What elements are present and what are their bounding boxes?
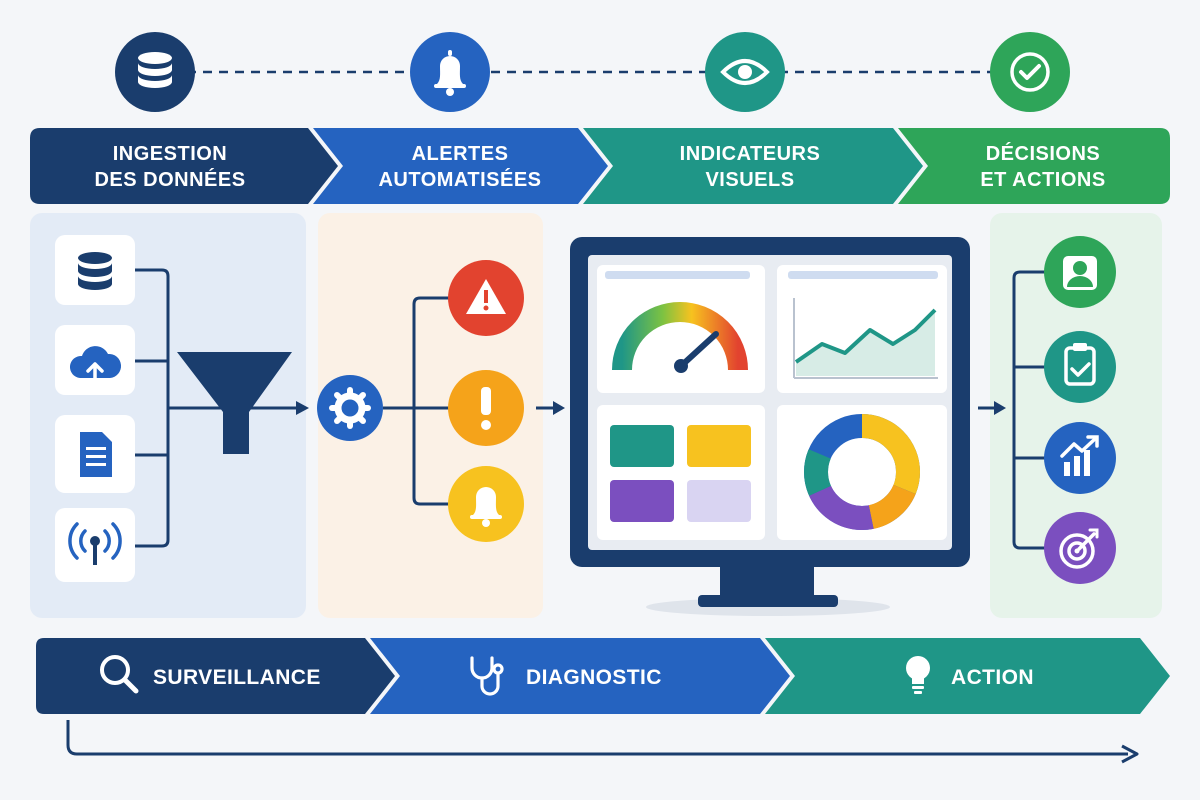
phase-banner-action [765, 638, 1170, 714]
step-icon-3 [705, 32, 785, 112]
step-banner-4 [898, 128, 1170, 204]
antenna-icon [68, 522, 122, 565]
stethoscope-icon [470, 656, 504, 696]
warning-triangle-icon [466, 279, 506, 314]
step-1-line-2: DES DONNÉES [94, 168, 245, 191]
bell-icon [470, 487, 502, 527]
phase-banner-diagnostic [370, 638, 790, 714]
alert-notification [448, 466, 524, 542]
arrow-to-dashboard [553, 401, 565, 415]
database-icon [78, 252, 112, 290]
action-target [1044, 512, 1116, 584]
cloud-upload-icon [69, 346, 122, 386]
funnel-icon [177, 352, 292, 454]
color-tiles-widget [597, 405, 765, 540]
processing-gear [317, 375, 383, 441]
alert-connectors [383, 296, 556, 506]
timeline-arrowhead [1121, 744, 1139, 764]
step-3-line-1: INDICATEURS [680, 143, 821, 165]
step-banner-2 [313, 128, 608, 204]
action-connectors [1012, 270, 1045, 550]
action-checklist [1044, 331, 1116, 403]
action-user [1044, 236, 1116, 308]
check-icon [1010, 52, 1050, 92]
step-banner-3 [583, 128, 923, 204]
user-icon [1063, 256, 1097, 290]
actions-panel [990, 213, 1162, 618]
alert-warning [448, 370, 524, 446]
exclamation-icon [481, 387, 491, 430]
database-icon [138, 52, 172, 88]
step-4-line-2: ET ACTIONS [980, 169, 1105, 191]
document-icon [80, 432, 112, 477]
donut-chart-widget [777, 405, 947, 540]
alert-critical [448, 260, 524, 336]
arrow-to-actions [994, 401, 1006, 415]
step-3-line-2: VISUELS [705, 169, 794, 191]
target-icon [1059, 528, 1099, 569]
arrow-to-processing [296, 401, 309, 415]
eye-icon [720, 59, 770, 85]
clipboard-check-icon [1064, 343, 1096, 386]
source-card-document [55, 415, 135, 493]
timeline-arrow-line [66, 720, 1128, 756]
line-chart-widget [777, 265, 947, 393]
step-4-line-1: DÉCISIONS [986, 142, 1101, 165]
step-banner-1 [30, 128, 338, 204]
growth-chart-icon [1060, 435, 1099, 476]
source-card-cloud [55, 325, 135, 395]
step-icon-4 [990, 32, 1070, 112]
phase-banner-surveillance [36, 638, 395, 714]
step-1-line-1: INGESTION [113, 143, 228, 165]
action-growth [1044, 422, 1116, 494]
step-2-line-2: AUTOMATISÉES [378, 168, 541, 191]
gauge-widget [597, 265, 765, 393]
gear-icon [329, 387, 371, 429]
bell-icon [434, 50, 466, 96]
step-2-line-1: ALERTES [412, 143, 509, 165]
source-card-database [55, 235, 135, 305]
step-icon-2 [410, 32, 490, 112]
search-icon [100, 655, 139, 694]
phase-label-action: ACTION [951, 666, 1034, 689]
step-icon-1 [115, 32, 195, 112]
source-card-antenna [55, 508, 135, 582]
lightbulb-icon [906, 656, 930, 694]
phase-label-surveillance: SURVEILLANCE [153, 666, 321, 689]
phase-label-diagnostic: DIAGNOSTIC [526, 666, 662, 689]
